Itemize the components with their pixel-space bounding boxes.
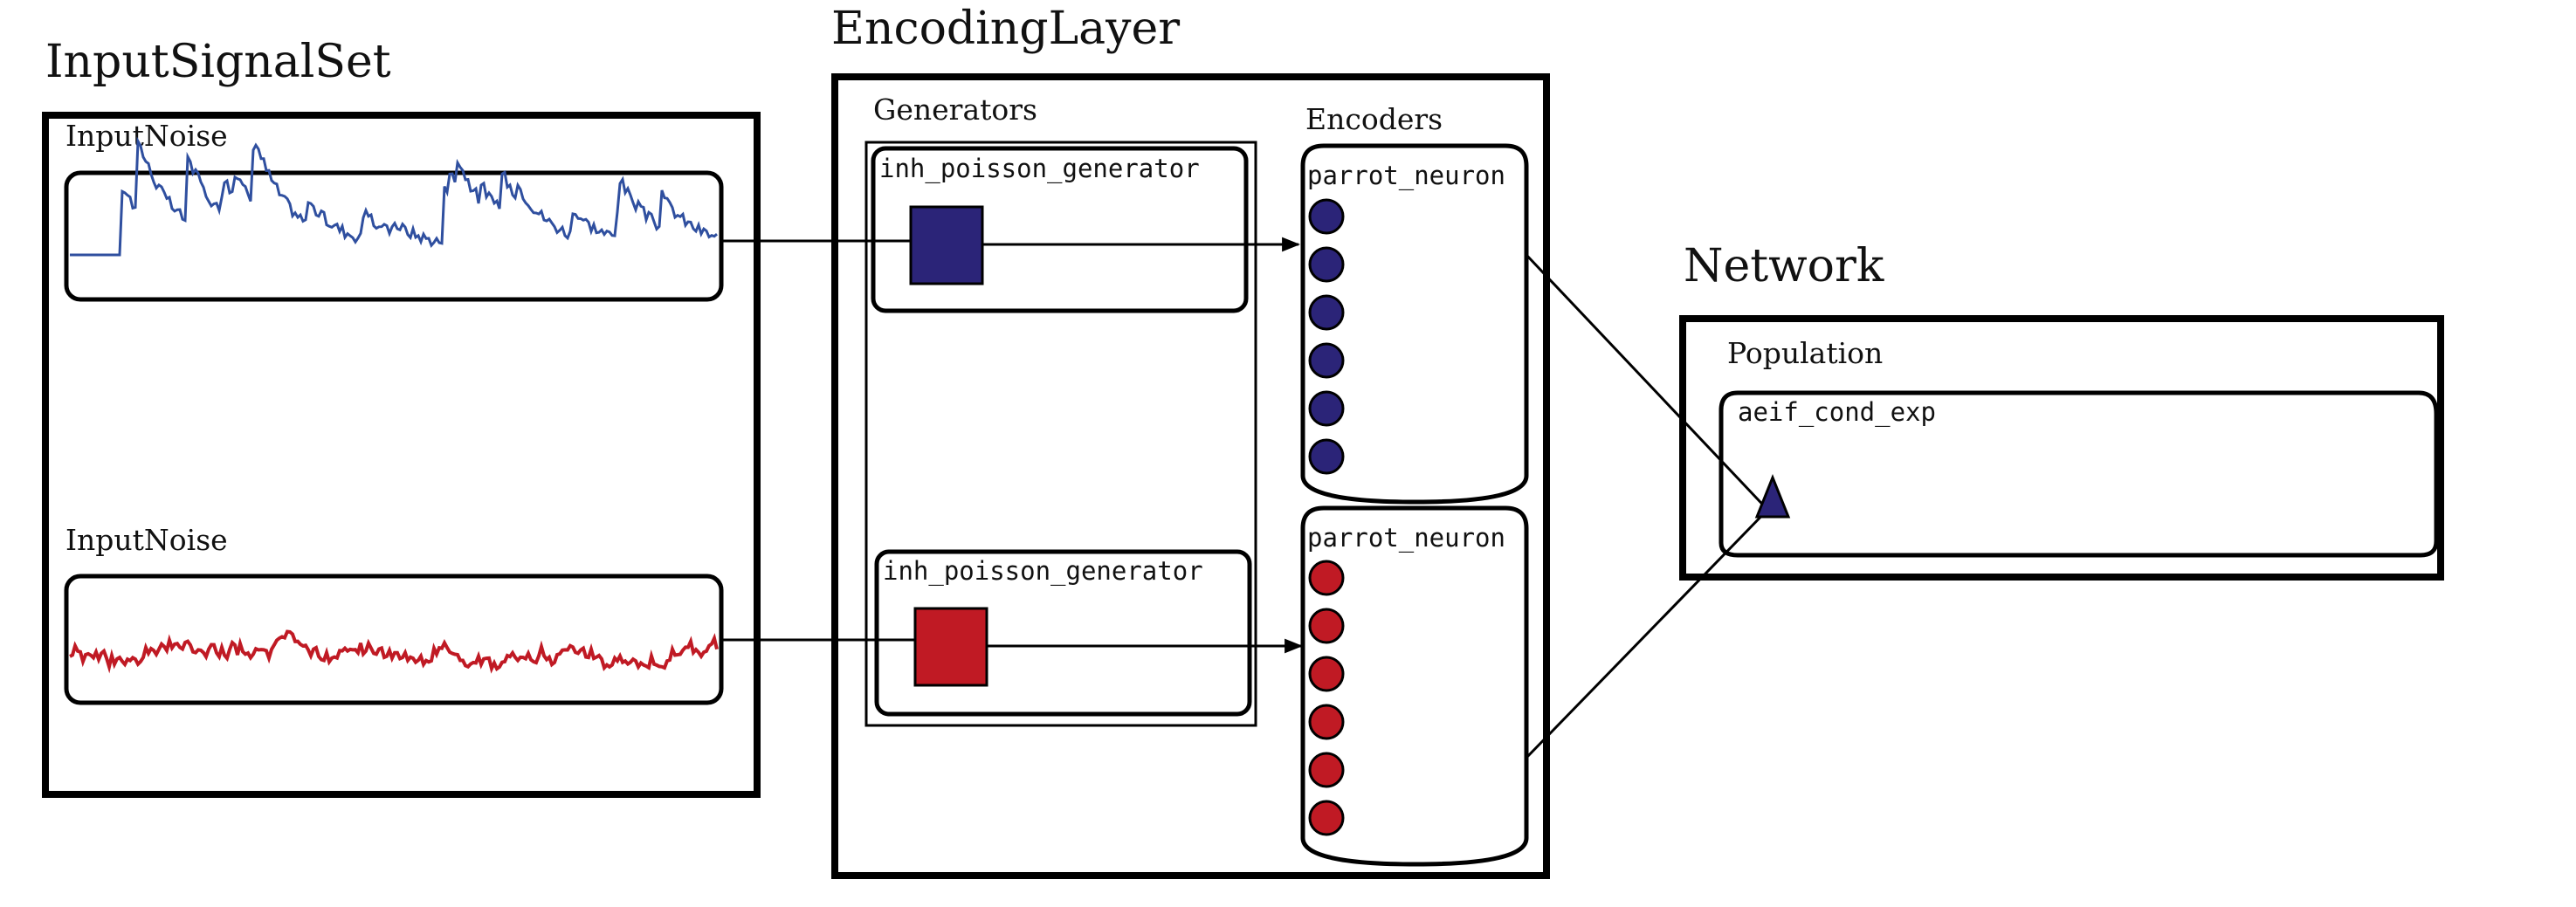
network-frame <box>1679 315 2444 581</box>
population-model-label: aeif_cond_exp <box>1738 397 1936 428</box>
connections <box>721 237 1774 759</box>
neuron-circle <box>1308 246 1345 283</box>
neuron-circle <box>1308 294 1345 331</box>
neuron-circle <box>1308 560 1345 596</box>
encoder-label: parrot_neuron <box>1307 161 1505 191</box>
encoder-to-population-line <box>1525 253 1774 517</box>
encoder-cylinder <box>1300 143 1529 505</box>
population-label: Population <box>1727 336 1883 370</box>
input-noise-box <box>64 170 724 302</box>
neuron-circle <box>1308 800 1345 836</box>
neuron-circle <box>1308 704 1345 740</box>
generators-label: Generators <box>873 93 1037 127</box>
encoders-label: Encoders <box>1305 102 1443 136</box>
neuron-circle <box>1308 656 1345 692</box>
generator-box <box>871 146 1249 313</box>
neuron-circle <box>1308 198 1345 235</box>
encoder-cylinder <box>1300 505 1529 867</box>
encoding-layer-title: EncodingLayer <box>831 3 1180 55</box>
neuron-circle <box>1308 390 1345 427</box>
encoding-layer-frame <box>831 73 1550 879</box>
input-noise-trace-blue <box>70 136 718 257</box>
encoder-neurons-red <box>1308 560 1345 836</box>
neuron-circle <box>1308 342 1345 379</box>
encoder-to-population-line <box>1525 503 1774 759</box>
neuron-circle <box>1308 752 1345 788</box>
network-title: Network <box>1684 240 1884 292</box>
input-noise-trace-red <box>69 629 719 674</box>
input-signal-set-title: InputSignalSet <box>45 36 391 88</box>
generator-square-red <box>913 607 988 687</box>
population-box <box>1718 390 2439 558</box>
neuron-circle <box>1308 608 1345 644</box>
encoder-label: parrot_neuron <box>1307 523 1505 553</box>
encoder-neurons-blue <box>1308 198 1345 475</box>
generator-label: inh_poisson_generator <box>883 556 1203 587</box>
generator-label: inh_poisson_generator <box>879 154 1200 184</box>
neuron-circle <box>1308 438 1345 475</box>
encoding-layer: EncodingLayer Generators inh_poisson_gen… <box>831 3 1550 879</box>
input-noise-label: InputNoise <box>65 523 228 557</box>
network: Network Population aeif_cond_exp <box>1679 240 2444 581</box>
input-noise-label: InputNoise <box>65 119 228 153</box>
generator-box <box>874 549 1252 717</box>
generators-group <box>864 141 1257 727</box>
input-signal-set-frame <box>42 112 761 798</box>
input-noise-box <box>64 574 724 705</box>
population-neuron-triangle <box>1754 473 1791 519</box>
generator-square-blue <box>909 205 984 285</box>
input-signal-set: InputSignalSet InputNoise InputNoise <box>42 36 761 798</box>
